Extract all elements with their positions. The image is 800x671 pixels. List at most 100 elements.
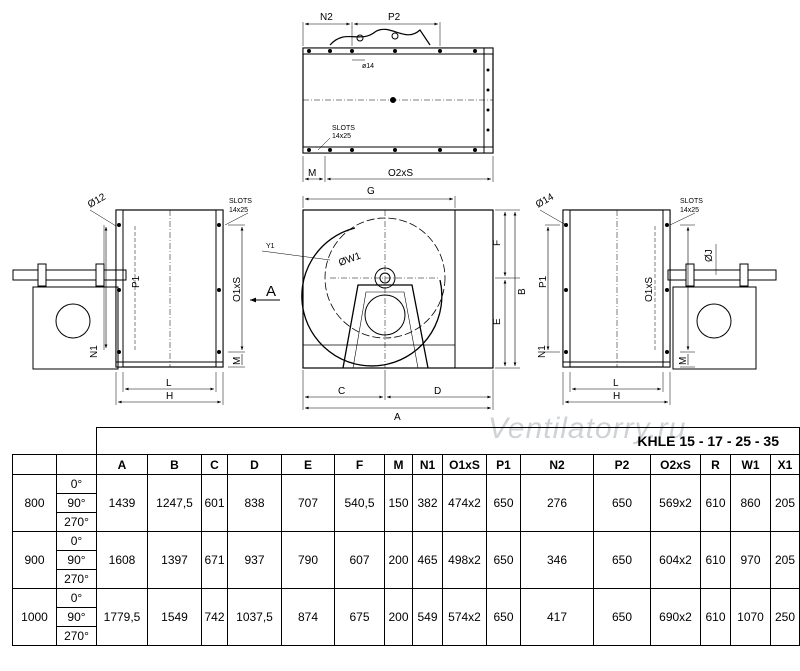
value-cell: 650 xyxy=(593,474,651,532)
left-label-p1: P1 xyxy=(131,275,142,288)
value-cell: 417 xyxy=(520,588,594,646)
right-label-slots-size: 14x25 xyxy=(680,207,699,214)
left-label-o1xs: O1xS xyxy=(232,277,243,302)
value-cell: 382 xyxy=(412,474,443,532)
angle-cell: 270° xyxy=(56,626,97,646)
value-cell: 549 xyxy=(412,588,443,646)
view-arrow-label: A xyxy=(266,283,276,300)
top-label-slots: SLOTS xyxy=(332,125,355,132)
column-header: F xyxy=(334,454,385,475)
top-label-p2: P2 xyxy=(388,12,401,23)
left-label-slots-size: 14x25 xyxy=(229,207,248,214)
column-header: P1 xyxy=(486,454,521,475)
angle-cell: 90° xyxy=(56,493,97,513)
column-header: A xyxy=(96,454,148,475)
right-label-n1: N1 xyxy=(537,345,548,358)
size-cell: 900 xyxy=(12,531,57,589)
size-cell: 1000 xyxy=(12,588,57,646)
column-header: X1 xyxy=(770,454,800,475)
left-label-n1: N1 xyxy=(89,345,100,358)
left-label-slots: SLOTS xyxy=(229,198,252,205)
value-cell: 690x2 xyxy=(650,588,701,646)
right-label-l: L xyxy=(613,378,619,389)
value-cell: 650 xyxy=(486,531,521,589)
right-label-hole: Ø14 xyxy=(534,191,556,210)
value-cell: 569x2 xyxy=(650,474,701,532)
top-label-slots-size: 14x25 xyxy=(332,133,351,140)
value-cell: 1608 xyxy=(96,531,148,589)
value-cell: 838 xyxy=(227,474,282,532)
column-header: P2 xyxy=(593,454,651,475)
table-row: 90° xyxy=(13,493,800,513)
front-label-w1: ØW1 xyxy=(337,251,363,269)
column-header: W1 xyxy=(730,454,771,475)
value-cell: 200 xyxy=(384,531,413,589)
left-label-l: L xyxy=(166,378,172,389)
top-label-o2xs: O2xS xyxy=(388,168,413,179)
right-label-j: ØJ xyxy=(704,249,715,262)
left-label-m: M xyxy=(232,357,243,365)
value-cell: 465 xyxy=(412,531,443,589)
front-label-f: F xyxy=(492,240,503,246)
value-cell: 650 xyxy=(593,531,651,589)
column-header: D xyxy=(227,454,282,475)
table-row: 270° xyxy=(13,569,800,589)
right-label-slots: SLOTS xyxy=(680,198,703,205)
top-label-hole: ø14 xyxy=(362,63,374,70)
front-label-d: D xyxy=(434,386,441,397)
value-cell: 276 xyxy=(520,474,594,532)
value-cell: 1070 xyxy=(730,588,771,646)
value-cell: 742 xyxy=(201,588,228,646)
value-cell: 610 xyxy=(700,588,731,646)
column-header: M xyxy=(384,454,413,475)
angle-cell: 270° xyxy=(56,512,97,532)
table-row: 90° xyxy=(13,607,800,627)
top-label-m: M xyxy=(308,168,316,179)
value-cell: 675 xyxy=(334,588,385,646)
table-row: 270° xyxy=(13,512,800,532)
column-header: B xyxy=(147,454,202,475)
angle-cell: 0° xyxy=(56,588,97,608)
table-title-row: KHLE 15 - 17 - 25 - 35 xyxy=(13,427,800,455)
table-corner xyxy=(13,428,57,455)
size-cell: 800 xyxy=(12,474,57,532)
value-cell: 200 xyxy=(384,588,413,646)
left-label-h: H xyxy=(166,391,173,402)
right-label-o1xs: O1xS xyxy=(644,277,655,302)
value-cell: 607 xyxy=(334,531,385,589)
value-cell: 790 xyxy=(281,531,335,589)
column-header: C xyxy=(201,454,228,475)
value-cell: 707 xyxy=(281,474,335,532)
front-label-a: A xyxy=(394,412,401,423)
angle-cell: 90° xyxy=(56,607,97,627)
right-view xyxy=(539,209,777,405)
value-cell: 346 xyxy=(520,531,594,589)
value-cell: 474x2 xyxy=(442,474,487,532)
table-title: KHLE 15 - 17 - 25 - 35 xyxy=(96,427,800,455)
value-cell: 150 xyxy=(384,474,413,532)
value-cell: 860 xyxy=(730,474,771,532)
value-cell: 604x2 xyxy=(650,531,701,589)
header-angle-cell xyxy=(56,454,97,475)
column-header: O1xS xyxy=(442,454,487,475)
front-label-e: E xyxy=(492,318,503,325)
value-cell: 1247,5 xyxy=(147,474,202,532)
column-header: O2xS xyxy=(650,454,701,475)
table-corner xyxy=(57,428,97,455)
angle-cell: 90° xyxy=(56,550,97,570)
value-cell: 650 xyxy=(593,588,651,646)
table-row: 270° xyxy=(13,626,800,646)
technical-drawing: N2 P2 ø14 SLOTS 14x25 M O2xS xyxy=(12,12,777,423)
front-label-c: C xyxy=(338,386,345,397)
value-cell: 205 xyxy=(770,474,800,532)
value-cell: 205 xyxy=(770,531,800,589)
front-label-y1: Y1 xyxy=(266,243,275,250)
value-cell: 1037,5 xyxy=(227,588,282,646)
value-cell: 650 xyxy=(486,588,521,646)
value-cell: 610 xyxy=(700,474,731,532)
right-label-m: M xyxy=(678,357,689,365)
angle-cell: 270° xyxy=(56,569,97,589)
